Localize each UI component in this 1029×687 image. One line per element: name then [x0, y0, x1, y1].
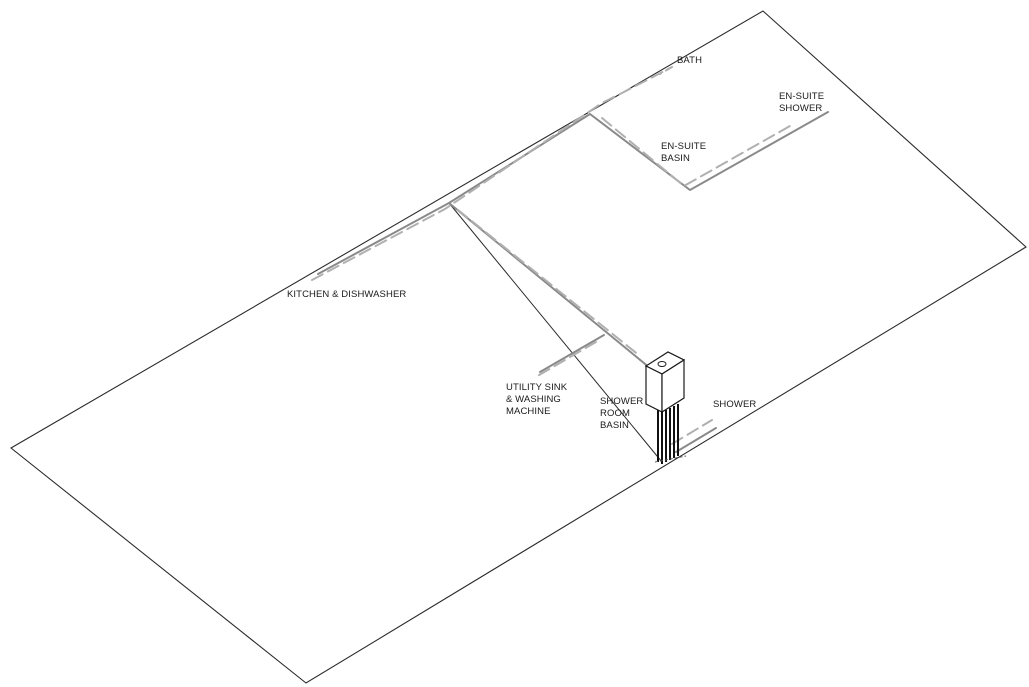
- pipe-branch-cold: [457, 209, 641, 357]
- label-shower-room-1: SHOWER: [600, 396, 643, 407]
- label-ensuite-shower-2: SHOWER: [779, 103, 822, 114]
- label-ensuite-basin-2: BASIN: [661, 153, 690, 164]
- heater-pipe-base: [654, 455, 687, 463]
- label-kitchen: KITCHEN & DISHWASHER: [287, 289, 406, 300]
- water-heater-unit: [644, 351, 687, 464]
- label-ensuite-basin-1: EN-SUITE: [661, 141, 706, 152]
- pipe-main-hot: [317, 111, 829, 275]
- pipe-branch-hot: [448, 202, 651, 369]
- pipe-shower-hot: [675, 427, 717, 453]
- heater-left-face: [645, 365, 663, 413]
- inner-wall-main: [448, 202, 663, 463]
- label-shower-room-3: BASIN: [600, 420, 629, 431]
- label-utility-3: MACHINE: [506, 406, 551, 417]
- pipe-utility-hot: [539, 334, 605, 373]
- label-ensuite-shower-1: EN-SUITE: [779, 91, 824, 102]
- label-shower: SHOWER: [713, 399, 756, 410]
- heater-flue-icon: [657, 361, 667, 367]
- heater-right-face: [661, 358, 685, 414]
- floor-outline: [10, 10, 1027, 684]
- pipe-main-cold: [311, 66, 673, 281]
- label-bath: BATH: [677, 55, 702, 66]
- label-utility-1: UTILITY SINK: [506, 382, 568, 393]
- pipe-ensuite-cold: [601, 117, 791, 187]
- pipe-utility-cold: [533, 341, 597, 379]
- label-shower-room-2: ROOM: [600, 408, 630, 419]
- label-utility-2: & WASHING: [506, 394, 561, 405]
